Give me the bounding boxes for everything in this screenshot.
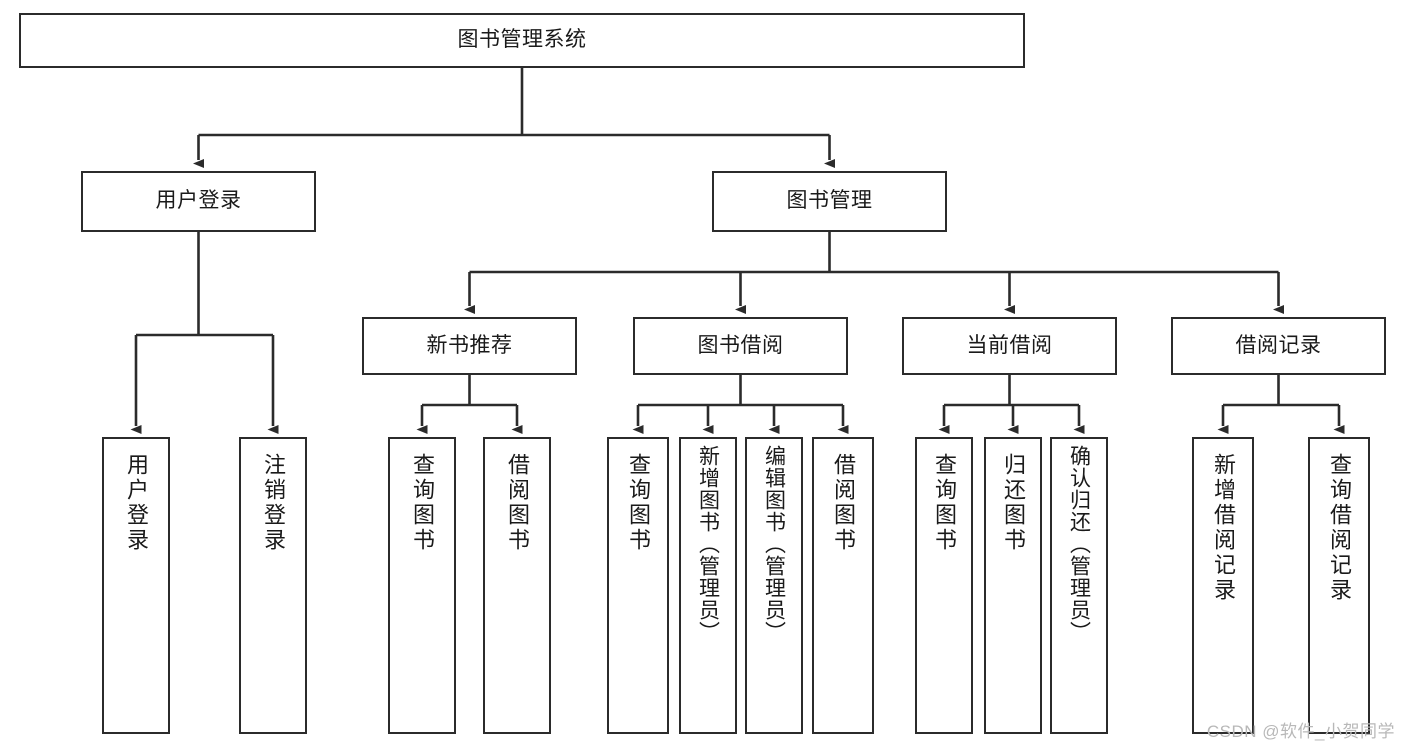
node-l_add[interactable]: 新增图书（管理员） <box>679 437 737 734</box>
node-label: 确认归还（管理员） <box>1067 445 1091 643</box>
node-label: 图书管理 <box>786 189 873 213</box>
node-label: 当前借阅 <box>966 333 1053 357</box>
node-label: 查询图书 <box>410 453 435 553</box>
node-l_return[interactable]: 归还图书 <box>984 437 1042 734</box>
node-l_borrow1[interactable]: 借阅图书 <box>483 437 551 734</box>
node-l_login[interactable]: 用户登录 <box>102 437 170 734</box>
watermark-text: CSDN @软件_小贺同学 <box>1206 722 1395 741</box>
node-records[interactable]: 借阅记录 <box>1171 317 1386 375</box>
node-l_query3[interactable]: 查询图书 <box>915 437 973 734</box>
node-login[interactable]: 用户登录 <box>81 171 316 232</box>
node-label: 用户登录 <box>124 453 149 553</box>
node-newbook[interactable]: 新书推荐 <box>362 317 577 375</box>
node-label: 新增借阅记录 <box>1211 453 1236 603</box>
node-l_query1[interactable]: 查询图书 <box>388 437 456 734</box>
node-label: 新增图书（管理员） <box>696 445 720 643</box>
node-root[interactable]: 图书管理系统 <box>19 13 1025 68</box>
node-label: 借阅记录 <box>1235 333 1322 357</box>
node-l_query2[interactable]: 查询图书 <box>607 437 669 734</box>
node-l_confirm[interactable]: 确认归还（管理员） <box>1050 437 1108 734</box>
node-label: 图书管理系统 <box>457 28 587 52</box>
node-label: 借阅图书 <box>505 453 530 553</box>
node-label: 查询图书 <box>626 453 651 553</box>
node-current[interactable]: 当前借阅 <box>902 317 1117 375</box>
node-label: 注销登录 <box>261 453 286 553</box>
node-l_addrec[interactable]: 新增借阅记录 <box>1192 437 1254 734</box>
node-label: 新书推荐 <box>426 333 513 357</box>
node-l_logout[interactable]: 注销登录 <box>239 437 307 734</box>
node-label: 图书借阅 <box>697 333 784 357</box>
node-label: 用户登录 <box>155 189 242 213</box>
node-l_edit[interactable]: 编辑图书（管理员） <box>745 437 803 734</box>
node-label: 归还图书 <box>1001 453 1026 553</box>
node-label: 借阅图书 <box>831 453 856 553</box>
node-borrow[interactable]: 图书借阅 <box>633 317 848 375</box>
node-l_qryrec[interactable]: 查询借阅记录 <box>1308 437 1370 734</box>
node-l_borrow2[interactable]: 借阅图书 <box>812 437 874 734</box>
node-bookmgmt[interactable]: 图书管理 <box>712 171 947 232</box>
node-label: 查询借阅记录 <box>1327 453 1352 603</box>
node-label: 查询图书 <box>932 453 957 553</box>
node-label: 编辑图书（管理员） <box>762 445 786 643</box>
